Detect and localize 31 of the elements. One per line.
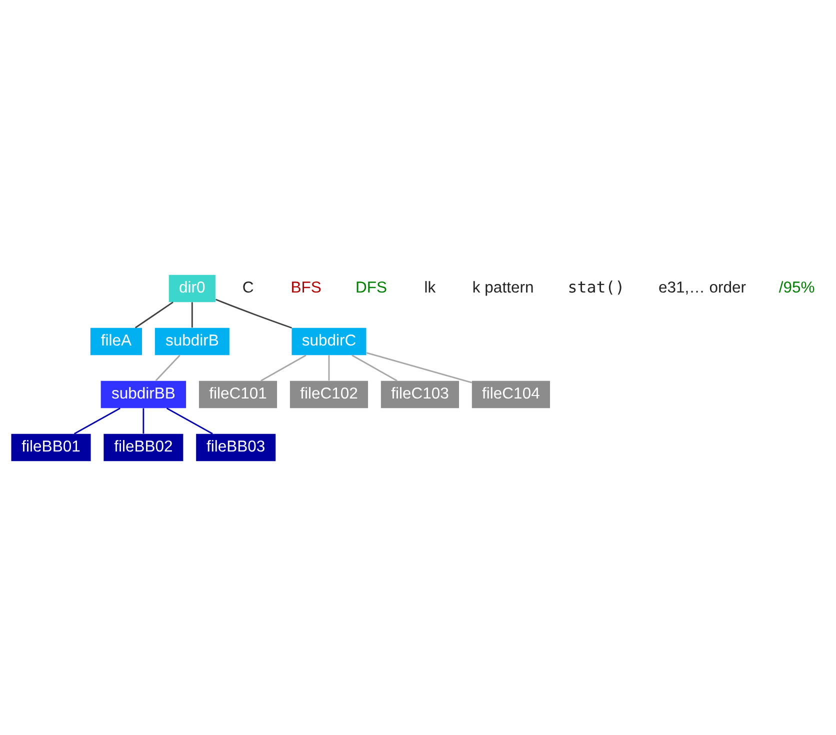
connector (155, 354, 180, 381)
node-box: subdirBB (100, 380, 186, 408)
node-box: fileBB02 (104, 433, 184, 461)
node-box: fileA (90, 327, 142, 355)
node-box: fileC101 (198, 380, 278, 408)
connector (352, 354, 398, 381)
connector (366, 352, 472, 383)
node-box: fileC102 (290, 380, 368, 408)
connector (260, 354, 306, 381)
node-box: fileC104 (472, 380, 550, 408)
connector (74, 407, 120, 434)
label: BFS (290, 278, 322, 296)
label: e31,… order (658, 278, 746, 296)
connector (328, 354, 330, 380)
label: stat() (568, 276, 625, 296)
node-box: fileC103 (380, 380, 460, 408)
label: C (242, 278, 254, 296)
label: lk (424, 278, 436, 296)
node-box: subdirC (292, 327, 366, 355)
label: k pattern (472, 278, 534, 296)
connector (191, 302, 193, 328)
connector (215, 298, 292, 328)
node-box: fileBB01 (11, 433, 91, 461)
node-box: dir0 (168, 274, 216, 302)
connector (142, 408, 144, 434)
connector (166, 407, 213, 434)
node-box: fileBB03 (196, 433, 276, 461)
label: DFS (356, 278, 388, 296)
connector (134, 301, 174, 328)
node-box: subdirB (154, 327, 230, 355)
label: /95% (778, 278, 815, 296)
